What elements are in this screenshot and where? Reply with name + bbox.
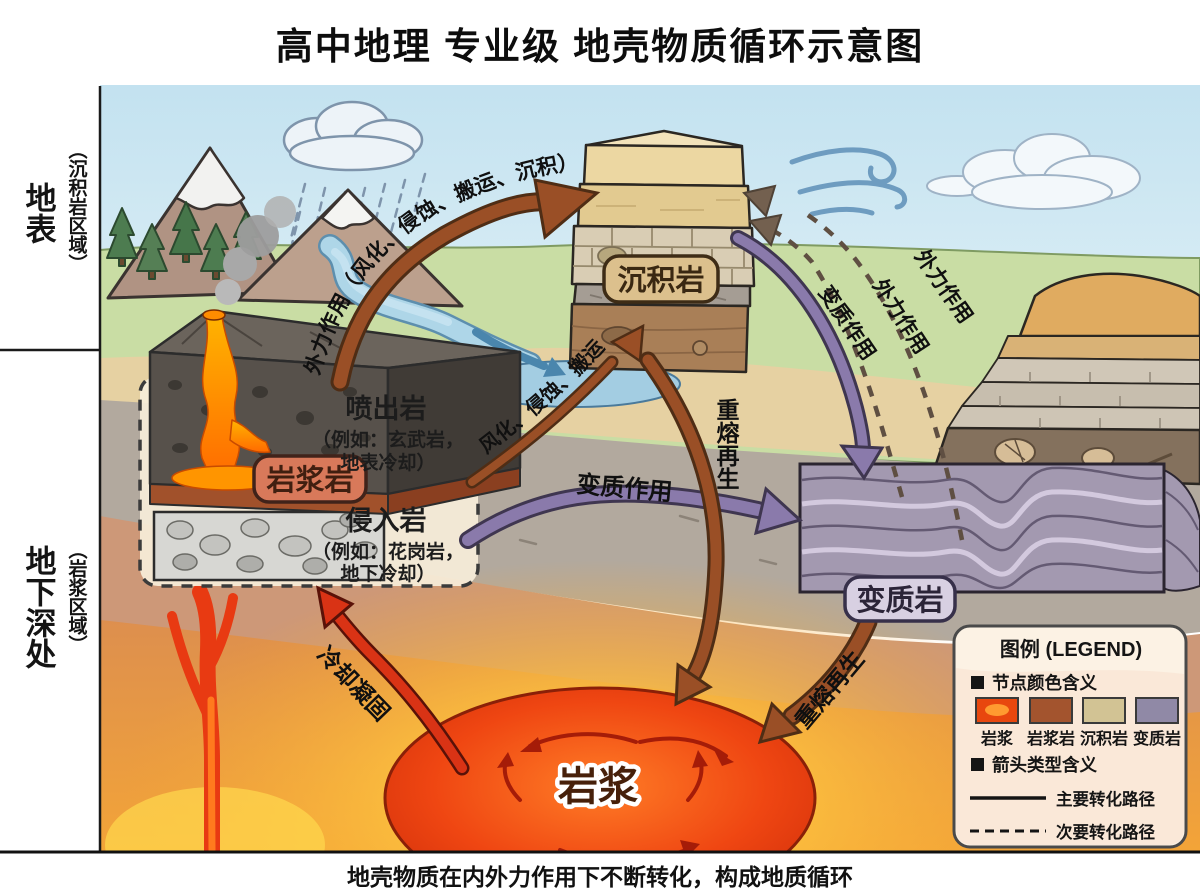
chip-sedimentary-rock [1082, 697, 1126, 724]
chip-magmatic-rock [1029, 697, 1073, 724]
arrow-remelt-from-meta [757, 612, 878, 745]
arrow-metamorphism-main [459, 484, 803, 549]
intrusive-name: 侵入岩 [345, 506, 427, 536]
page-title: 高中地理 专业级 地壳物质循环示意图 [275, 26, 925, 67]
rain-cloud-icon [282, 100, 424, 172]
arrow-remelt-from-sed [639, 351, 725, 707]
chip-label-sedimentary: 沉积岩 [1080, 729, 1128, 748]
legend-title: 图例 (LEGEND) [1000, 637, 1142, 661]
label-remelt-from-sed: 重熔再生 [713, 398, 740, 490]
river [318, 234, 542, 376]
axis-surface-label: 地表 [21, 182, 57, 245]
sedimentary-stack [568, 129, 756, 374]
arrow-weathering-short [465, 323, 645, 489]
legend: 图例 (LEGEND) 节点颜色含义 岩浆 岩浆岩 沉积岩 变质岩 箭头类型含义… [952, 624, 1188, 849]
sedimentary-rock-label: 沉积岩 [617, 264, 704, 297]
extrusive-desc2: 地表冷却） [340, 451, 435, 474]
metamorphic-rock-label: 变质岩 [856, 583, 943, 617]
axis-deep-region-label: （岩浆区域） [66, 540, 89, 654]
lava-plume [167, 584, 238, 852]
legend-solid-label: 主要转化路径 [1056, 789, 1156, 809]
crater [202, 309, 226, 321]
wind-icon [789, 147, 908, 217]
legend-dashed-label: 次要转化路径 [1056, 822, 1156, 842]
badge-magmatic-rock: 岩浆岩 [252, 454, 368, 504]
extrusive-name: 喷出岩 [346, 394, 427, 424]
magmatic-rock-label: 岩浆岩 [265, 463, 353, 497]
metamorphic-rock-block [798, 462, 1200, 594]
arrow-igneous-to-sedimentary [330, 178, 601, 392]
badge-sedimentary-rock: 沉积岩 [602, 254, 720, 304]
granite-sample [152, 510, 386, 582]
extrusive-desc1: （例如：玄武岩， [312, 428, 464, 451]
legend-color-chips [975, 697, 1179, 724]
intrusive-desc1: （例如：花岗岩， [312, 540, 464, 563]
axis-deep-label: 地下深处 [21, 545, 58, 669]
cloud-icon [926, 133, 1141, 210]
arrow-cooling [316, 585, 470, 776]
chip-metamorphic-rock [1135, 697, 1179, 724]
chip-label-magma: 岩浆 [980, 729, 1014, 748]
bullet-square-icon [971, 758, 984, 771]
magma-label: 岩浆 [558, 765, 638, 809]
bottom-caption: 地壳物质在内外力作用下不断转化，构成地质循环 [347, 864, 853, 890]
smoke-plume [215, 196, 296, 305]
legend-node-colors-heading: 节点颜色含义 [992, 673, 1097, 693]
axis-surface-region-label: （沉积岩区域） [66, 140, 89, 273]
arrow-metamorphism-from-sed [730, 230, 885, 481]
bullet-square-icon [971, 676, 984, 689]
convection-arrowheads [497, 737, 734, 852]
arrow-dashed-outer [742, 184, 965, 541]
intrusive-desc2: 地下冷却） [340, 562, 435, 585]
chip-label-metamorphic: 变质岩 [1133, 729, 1181, 748]
badge-metamorphic-rock: 变质岩 [843, 575, 957, 623]
legend-arrow-types-heading: 箭头类型含义 [992, 755, 1097, 775]
chip-label-magmatic: 岩浆岩 [1026, 729, 1075, 748]
arrow-dashed-inner [748, 213, 905, 498]
magma-chamber [383, 686, 817, 852]
